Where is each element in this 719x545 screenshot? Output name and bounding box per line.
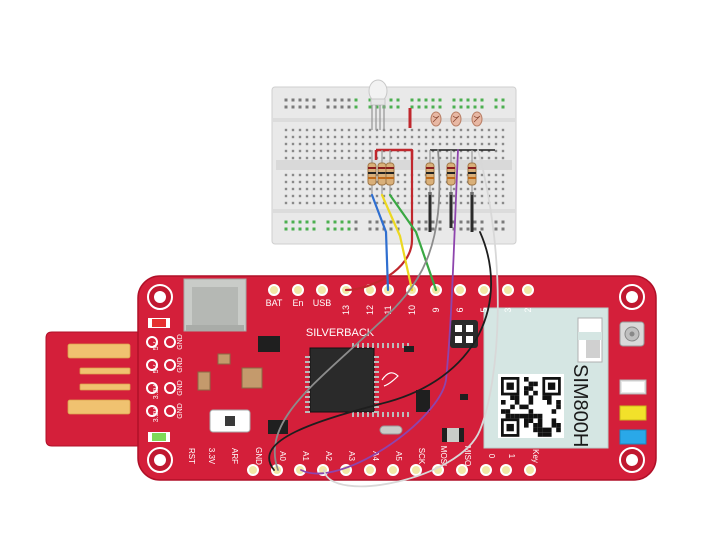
resistor-red-channel [367, 150, 377, 195]
photoresistor-1 [430, 111, 442, 127]
led-yellow [619, 405, 647, 421]
power-ground-label: GND [177, 380, 184, 396]
bottom-pin-label: GND [254, 447, 263, 465]
top-pin-pad [292, 284, 304, 296]
qr-code [498, 374, 564, 438]
board-logo [381, 372, 399, 387]
top-pin-label: 13 [341, 305, 351, 315]
top-pin-label: 3 [503, 307, 513, 312]
bottom-pin-pad [456, 464, 468, 476]
ground-pad [164, 382, 176, 394]
bottom-pin-label: 3.3V [207, 448, 216, 465]
top-pin-pad [268, 284, 280, 296]
power-ground-label: GND [177, 357, 184, 373]
top-pin-pad [522, 284, 534, 296]
microcontroller-chip [309, 347, 375, 413]
top-pin-pad [454, 284, 466, 296]
top-pin-label: 6 [455, 307, 465, 312]
module-name: SIM800H [569, 364, 591, 447]
power-voltage-label: 3.3V [153, 384, 160, 399]
top-pin-pad [502, 284, 514, 296]
smd-ic-small [258, 336, 280, 352]
usb-contacts [67, 343, 131, 415]
breadboard-holes [284, 98, 505, 231]
wires [268, 148, 499, 488]
power-voltage-label: 3.3V [153, 407, 160, 422]
resistor-green-channel [377, 150, 387, 195]
bottom-pin-label: SCK [417, 448, 426, 465]
bottom-pin-pad [364, 464, 376, 476]
board-name: SILVERBACK [306, 327, 375, 339]
bottom-pin-pad [410, 464, 422, 476]
top-header-pins: BAT En USB 13 12 11 10 9 6 5 3 2 [266, 284, 534, 315]
resistor-blue-channel [385, 150, 395, 195]
bottom-pin-pad [524, 464, 536, 476]
top-pin-pad [316, 284, 328, 296]
power-led [152, 319, 166, 327]
ground-pad [164, 359, 176, 371]
bottom-pin-pad [500, 464, 512, 476]
bottom-pin-pad [294, 464, 306, 476]
power-voltage-label: 5V [153, 341, 160, 350]
bottom-pin-label: MISO [463, 446, 472, 466]
top-pin-label: 11 [383, 305, 393, 314]
bottom-pin-pad [480, 464, 492, 476]
bottom-pin-pad [387, 464, 399, 476]
bottom-pin-label: A0 [278, 451, 287, 461]
capacitor [197, 371, 211, 391]
bottom-pin-label: 1 [507, 454, 516, 459]
silverback-board: SILVERBACK SIM800H 5V GND 5V GND 3.3V GND 3.3V… [45, 275, 657, 481]
top-pin-label: BAT [266, 298, 283, 308]
bottom-pin-label: A2 [324, 451, 333, 461]
usb-power-labels: 5V GND 5V GND 3.3V GND 3.3V GND [146, 334, 184, 422]
bottom-pin-label: A4 [371, 451, 380, 461]
top-pin-label: 10 [407, 305, 417, 315]
power-ground-label: GND [177, 403, 184, 419]
wire-black [268, 231, 492, 471]
bottom-pin-label: ARF [230, 448, 239, 464]
led-blue [619, 429, 647, 445]
power-pad [146, 359, 158, 371]
top-pin-label: USB [313, 298, 332, 308]
wire-gray [273, 149, 441, 471]
top-pin-label: En [292, 298, 303, 308]
wire-white [323, 149, 499, 488]
wire-blue [370, 193, 390, 292]
power-ground-label: GND [177, 334, 184, 350]
top-pin-label: 12 [365, 305, 375, 315]
top-pin-label: 5 [479, 307, 489, 312]
top-pin-label: 9 [431, 307, 441, 312]
bottom-pin-label: A1 [301, 451, 310, 461]
wire-yellow [380, 193, 414, 292]
rgb-led [368, 79, 388, 130]
power-voltage-label: 5V [153, 364, 160, 373]
wire-red [344, 148, 414, 292]
ground-pad [164, 336, 176, 348]
status-led [152, 433, 166, 441]
bottom-pin-label: Key [531, 449, 540, 463]
photoresistor-2 [450, 111, 462, 127]
resistor-photo-3 [467, 150, 477, 195]
resistor-photo-2 [446, 150, 456, 195]
bottom-pin-label: RST [187, 448, 196, 464]
power-pad [146, 336, 158, 348]
ground-pad [164, 405, 176, 417]
top-pin-pad [478, 284, 490, 296]
power-pad [146, 405, 158, 417]
bottom-pin-label: A3 [347, 451, 356, 461]
resistor-photo-1 [425, 150, 435, 195]
bottom-pin-label: 0 [487, 454, 496, 459]
wire-green [388, 193, 438, 292]
bottom-pin-label: A5 [394, 451, 403, 461]
bottom-header-pins: RST 3.3V ARF GND A0 A1 A2 A3 A4 A5 SCK MOSI MISO 0 1 Ke… [187, 446, 540, 476]
wire-purple [300, 149, 459, 475]
top-pin-label: 2 [523, 307, 533, 312]
bottom-pin-label: MOSI [439, 446, 448, 466]
bottom-pin-pad [247, 464, 259, 476]
photoresistor-3 [471, 111, 483, 127]
power-pad [146, 382, 158, 394]
